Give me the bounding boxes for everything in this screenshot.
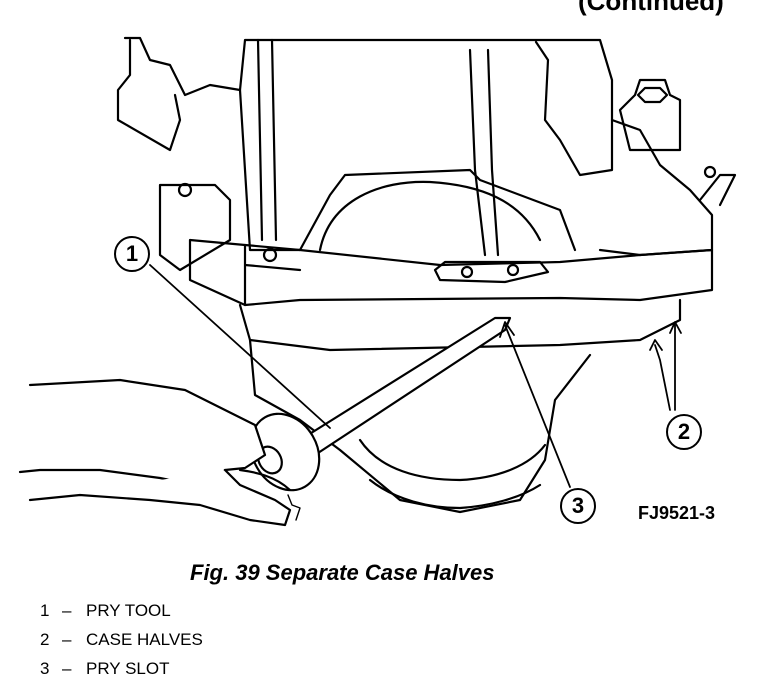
- legend-item: 1–PRY TOOL: [40, 596, 203, 625]
- transfer-case-illustration: [18, 36, 737, 527]
- legend-item: 2–CASE HALVES: [40, 625, 203, 654]
- callout-2: 2: [666, 414, 702, 450]
- legend-dash: –: [62, 659, 72, 678]
- figure-caption: Fig. 39 Separate Case Halves: [190, 560, 495, 585]
- case-dome: [318, 180, 542, 252]
- left-mount-ear: [158, 183, 232, 272]
- callout-1: 1: [114, 236, 150, 272]
- leader-3: [504, 324, 571, 488]
- hand: [18, 378, 267, 487]
- legend-number: 1: [40, 601, 50, 620]
- leader-1: [149, 264, 331, 429]
- case-body-outline: [238, 88, 577, 252]
- left-rod: [256, 38, 278, 242]
- pry-tool-shaft: [298, 316, 512, 457]
- case-left-boss: [116, 38, 182, 152]
- callout-3: 3: [560, 488, 596, 524]
- legend-dash: –: [62, 601, 72, 620]
- upper-flange: [188, 238, 714, 307]
- legend-dash: –: [62, 630, 72, 649]
- legend-number: 2: [40, 630, 50, 649]
- legend-number: 3: [40, 659, 50, 678]
- shift-rod: [468, 48, 500, 257]
- output-housing: [358, 438, 547, 482]
- case-upper-body: [123, 36, 614, 177]
- header-continued-fragment: (Continued): [578, 0, 724, 16]
- bolt-boss: [618, 78, 682, 152]
- legend-item: 3–PRY SLOT: [40, 654, 203, 683]
- legend-list: 1–PRY TOOL 2–CASE HALVES 3–PRY SLOT: [40, 596, 203, 683]
- legend-text: CASE HALVES: [86, 630, 203, 649]
- figure-code: FJ9521-3: [638, 503, 716, 523]
- legend-text: PRY TOOL: [86, 601, 171, 620]
- bolt-head: [636, 86, 669, 104]
- flange-detail: [243, 243, 302, 307]
- pry-slot-ledge: [433, 260, 550, 284]
- legend-text: PRY SLOT: [86, 659, 170, 678]
- right-bracket: [598, 118, 714, 257]
- leader-2a: [654, 344, 671, 411]
